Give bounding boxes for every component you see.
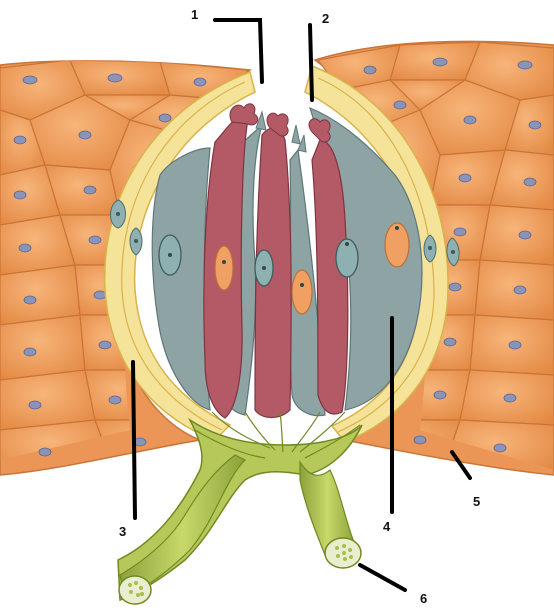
leader-line-3	[133, 362, 135, 518]
leader-line-6	[360, 565, 405, 590]
label-2: 2	[322, 12, 329, 25]
leader-line-2	[310, 25, 312, 100]
label-5: 5	[473, 495, 480, 508]
label-4: 4	[383, 520, 390, 533]
label-6: 6	[420, 592, 427, 605]
label-1: 1	[191, 8, 198, 21]
label-3: 3	[119, 525, 126, 538]
